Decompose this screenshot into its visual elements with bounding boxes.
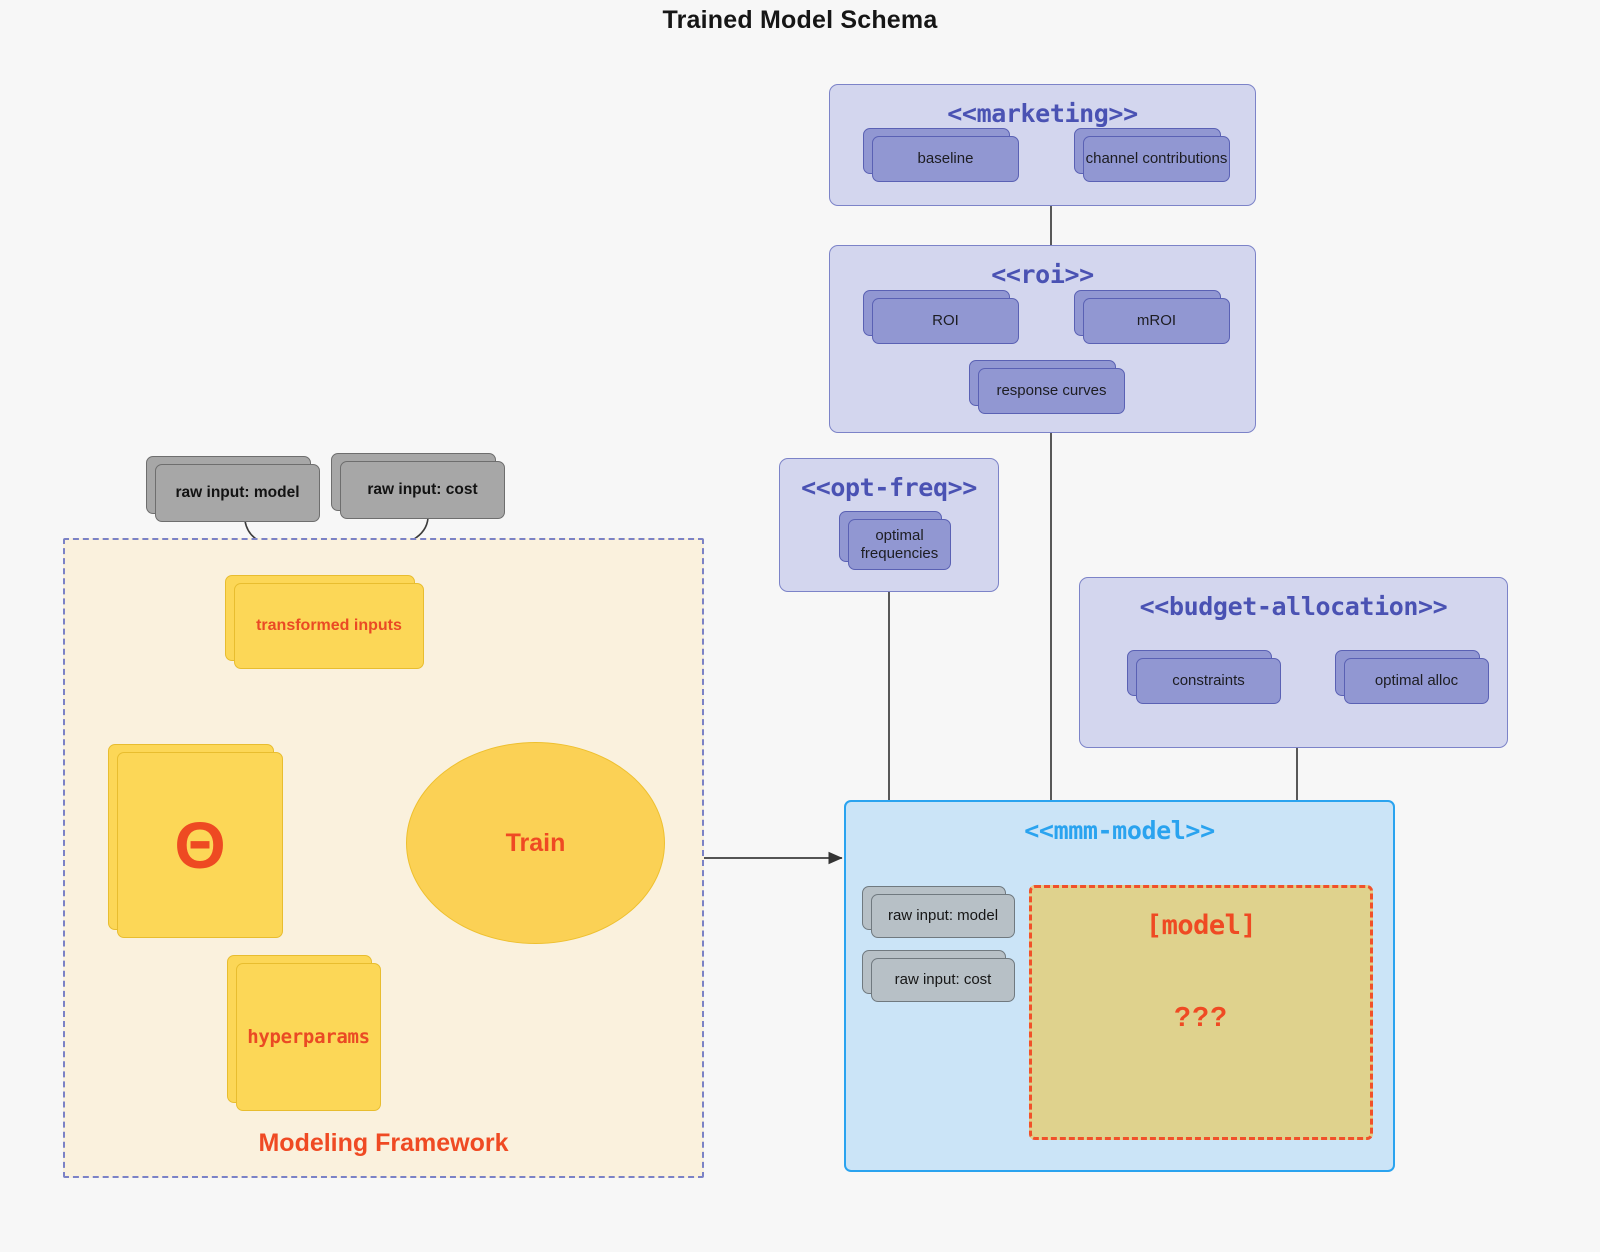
node-response-curves[interactable]: response curves xyxy=(969,360,1125,414)
node-roi-label: ROI xyxy=(872,298,1019,344)
node-hyperparams[interactable]: hyperparams xyxy=(227,955,381,1111)
node-optimal-frequencies[interactable]: optimal frequencies xyxy=(839,511,951,570)
node-baseline[interactable]: baseline xyxy=(863,128,1019,182)
page-title: Trained Model Schema xyxy=(662,6,938,34)
node-response-curves-label: response curves xyxy=(978,368,1125,414)
package-mmm-model-title: <<mmm-model>> xyxy=(1024,816,1215,845)
package-roi-title: <<roi>> xyxy=(991,260,1094,289)
external-raw-input-cost[interactable]: raw input: cost xyxy=(331,453,505,519)
node-hyperparams-label: hyperparams xyxy=(236,963,381,1111)
model-placeholder-title: [model] xyxy=(1145,910,1257,941)
process-train-label: Train xyxy=(505,828,566,857)
package-roi[interactable]: <<roi>> ROI mROI response curves xyxy=(829,245,1256,433)
node-mmm-raw-input-cost-label: raw input: cost xyxy=(871,958,1015,1002)
node-mroi-label: mROI xyxy=(1083,298,1230,344)
node-mmm-raw-input-model[interactable]: raw input: model xyxy=(862,886,1015,938)
node-transformed-inputs[interactable]: transformed inputs xyxy=(225,575,424,669)
node-baseline-label: baseline xyxy=(872,136,1019,182)
node-mmm-raw-input-model-label: raw input: model xyxy=(871,894,1015,938)
model-placeholder-body: ??? xyxy=(1173,1001,1229,1032)
package-marketing[interactable]: <<marketing>> baseline channel contribut… xyxy=(829,84,1256,206)
process-train[interactable]: Train xyxy=(406,742,665,944)
package-budget-allocation[interactable]: <<budget-allocation>> constraints optima… xyxy=(1079,577,1508,748)
model-placeholder[interactable]: [model] ??? xyxy=(1029,885,1373,1140)
package-mmm-model[interactable]: <<mmm-model>> raw input: model raw input… xyxy=(844,800,1395,1172)
node-optimal-frequencies-line2: frequencies xyxy=(860,544,939,562)
package-budget-allocation-title: <<budget-allocation>> xyxy=(1139,592,1448,621)
external-raw-input-model[interactable]: raw input: model xyxy=(146,456,320,522)
external-raw-input-cost-label: raw input: cost xyxy=(340,461,505,519)
node-theta[interactable]: Θ xyxy=(108,744,283,938)
package-opt-freq[interactable]: <<opt-freq>> optimal frequencies xyxy=(779,458,999,592)
package-opt-freq-title: <<opt-freq>> xyxy=(801,473,977,502)
node-constraints-label: constraints xyxy=(1136,658,1281,704)
node-roi[interactable]: ROI xyxy=(863,290,1019,344)
modeling-framework-label: Modeling Framework xyxy=(258,1129,509,1157)
node-theta-label: Θ xyxy=(117,752,283,938)
package-marketing-title: <<marketing>> xyxy=(947,99,1138,128)
node-optimal-alloc-label: optimal alloc xyxy=(1344,658,1489,704)
node-mroi[interactable]: mROI xyxy=(1074,290,1230,344)
node-transformed-inputs-label: transformed inputs xyxy=(234,583,424,669)
node-optimal-frequencies-line1: optimal xyxy=(875,526,924,544)
node-mmm-raw-input-cost[interactable]: raw input: cost xyxy=(862,950,1015,1002)
external-raw-input-model-label: raw input: model xyxy=(155,464,320,522)
node-optimal-alloc[interactable]: optimal alloc xyxy=(1335,650,1489,704)
node-channel-contributions[interactable]: channel contributions xyxy=(1074,128,1230,182)
node-channel-contributions-label: channel contributions xyxy=(1083,136,1230,182)
node-optimal-frequencies-label: optimal frequencies xyxy=(848,519,951,570)
node-constraints[interactable]: constraints xyxy=(1127,650,1281,704)
